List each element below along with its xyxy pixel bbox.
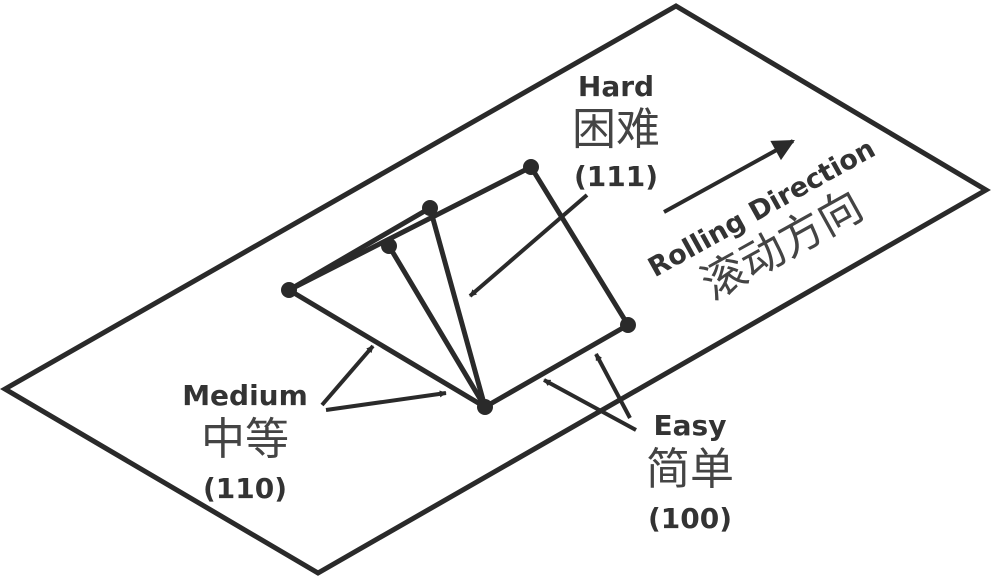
hard-index: (111) bbox=[574, 160, 658, 193]
medium-index: (110) bbox=[203, 472, 287, 505]
hard-label: Hard bbox=[578, 70, 654, 103]
vertex-inner-b bbox=[422, 200, 438, 216]
easy-arrow-left bbox=[543, 378, 637, 432]
edge-inner-1 bbox=[386, 243, 488, 410]
edge-right-back bbox=[528, 164, 631, 328]
medium-label-cn: 中等 bbox=[201, 414, 289, 465]
edge-inner-2 bbox=[427, 205, 488, 410]
vertex-top bbox=[523, 159, 539, 175]
hard-arrow bbox=[468, 193, 589, 298]
vertex-left bbox=[281, 282, 297, 298]
pointer-arrows bbox=[320, 193, 637, 432]
vertex-right bbox=[620, 317, 636, 333]
easy-label-cn: 简单 bbox=[646, 444, 734, 495]
crystal-pyramid bbox=[286, 164, 631, 410]
edge-right-front bbox=[482, 322, 631, 410]
easy-label: Easy bbox=[654, 409, 727, 442]
rolling-plane bbox=[0, 3, 991, 576]
medium-arrow-upper bbox=[320, 344, 375, 407]
crystal-vertices bbox=[281, 159, 636, 415]
vertex-bottom bbox=[477, 399, 493, 415]
edge-back-top bbox=[286, 164, 534, 293]
rolling-direction-arrow bbox=[663, 139, 795, 214]
hard-label-cn: 困难 bbox=[572, 104, 660, 155]
easy-index: (100) bbox=[648, 502, 732, 535]
vertex-inner-a bbox=[381, 238, 397, 254]
medium-arrow-lower bbox=[325, 390, 447, 412]
edge-back-inner bbox=[286, 205, 433, 293]
medium-label: Medium bbox=[182, 379, 308, 412]
rolling-direction-label-group: Rolling Direction 滚动方向 bbox=[643, 133, 880, 310]
easy-arrow-right bbox=[594, 353, 632, 419]
edge-left-slope bbox=[286, 287, 488, 410]
